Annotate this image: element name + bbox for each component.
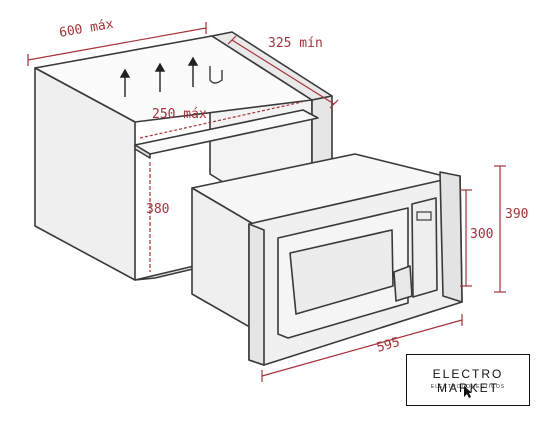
dimension-lines bbox=[27, 22, 339, 272]
badge-title: ELECTRO MARKET bbox=[432, 367, 504, 395]
electro-market-badge: ELECTRO MARKET ELECTRODOMESTICOS bbox=[406, 354, 530, 406]
label-cabinet-height: 380 bbox=[146, 202, 169, 217]
ventilation-arrows bbox=[119, 56, 199, 97]
control-panel-button bbox=[416, 211, 432, 221]
microwave-control-panel bbox=[411, 197, 438, 298]
label-frame-height: 390 bbox=[505, 207, 528, 222]
label-depth-min: 325 mín bbox=[268, 36, 323, 51]
cable-notch bbox=[209, 66, 223, 84]
label-body-height: 300 bbox=[470, 227, 493, 242]
cabinet-shelf-edge bbox=[134, 144, 151, 159]
microwave-dimension-lines bbox=[261, 165, 506, 382]
microwave-frame-strip bbox=[248, 223, 265, 366]
badge-subtitle: ELECTRODOMESTICOS bbox=[430, 384, 506, 390]
microwave-frame-right bbox=[439, 171, 463, 303]
label-inner-depth-max: 250 máx bbox=[152, 107, 207, 122]
microwave-window bbox=[289, 229, 394, 315]
microwave bbox=[191, 153, 463, 366]
cursor-icon bbox=[464, 386, 472, 398]
microwave-handle bbox=[393, 265, 413, 302]
label-frame-width: 595 bbox=[375, 335, 402, 356]
label-width-max: 600 máx bbox=[58, 17, 115, 41]
